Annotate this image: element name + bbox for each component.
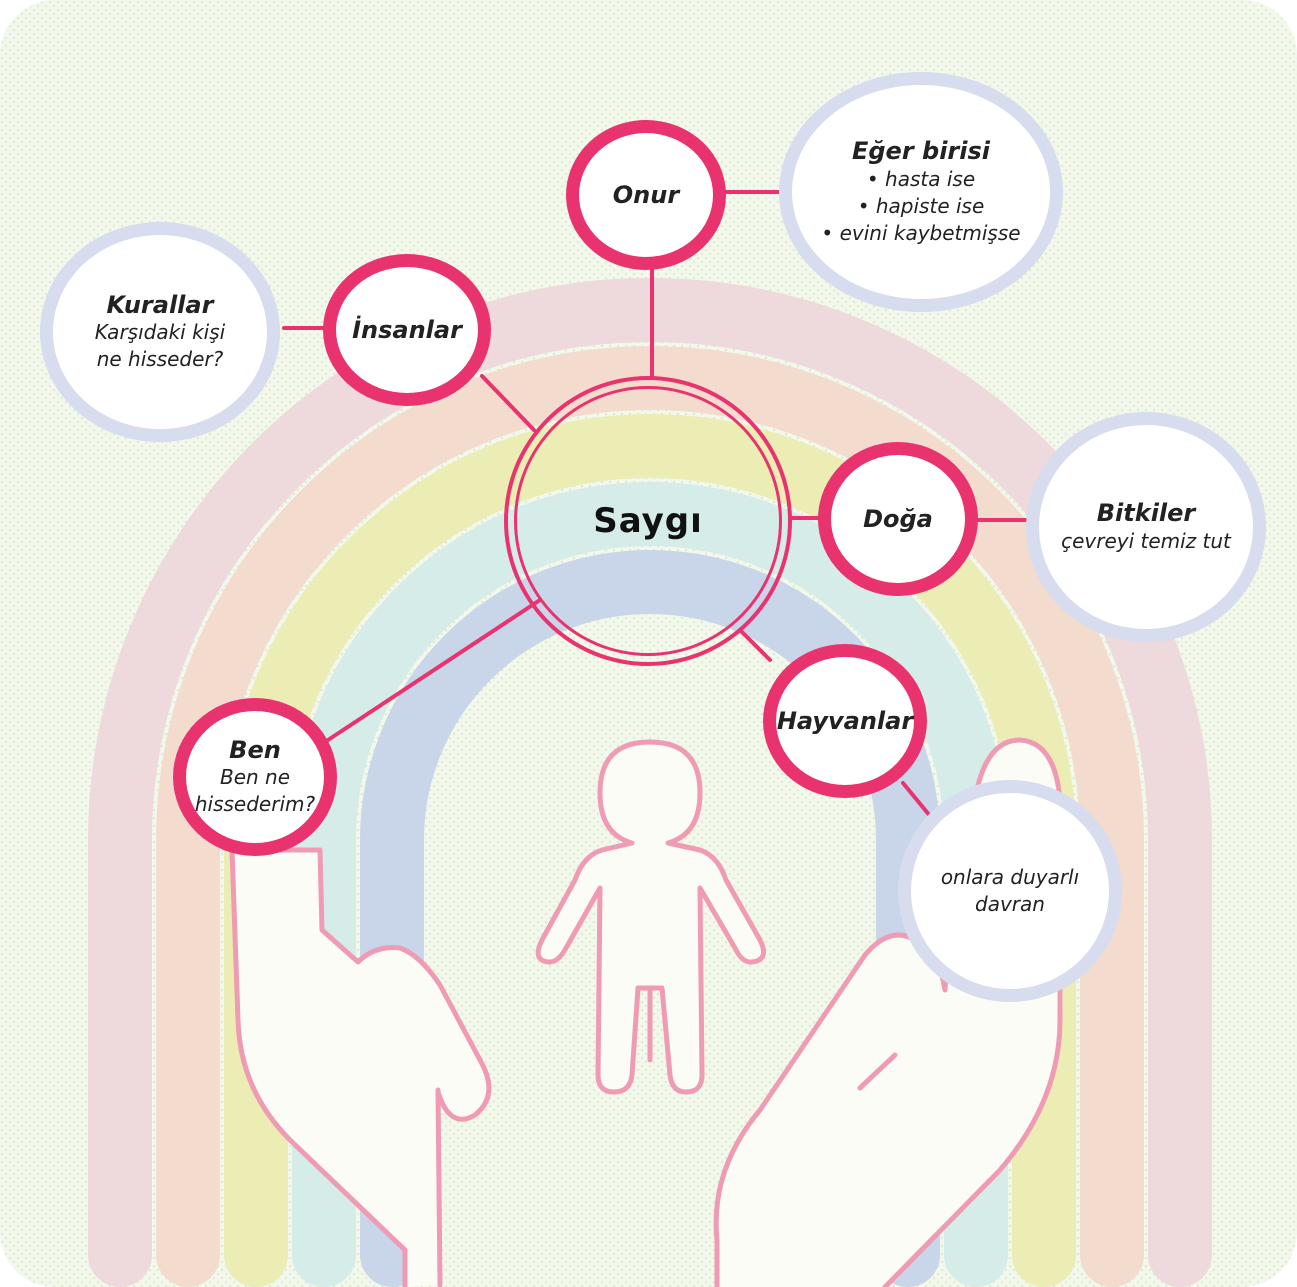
note-kurallar: Kurallar Karşıdaki kişi ne hisseder? — [40, 222, 280, 442]
note-onlara-line-2: davran — [975, 892, 1045, 916]
note-eger-birisi: Eğer birisi • hasta ise • hapiste ise • … — [779, 72, 1063, 312]
node-ben-title: Ben — [229, 735, 281, 764]
node-insanlar: İnsanlar — [323, 254, 491, 406]
note-eger-item-3: • evini kaybetmişse — [821, 220, 1021, 245]
center-inner-ring — [514, 386, 782, 656]
node-onur-label: Onur — [612, 180, 680, 209]
note-onlara: onlara duyarlı davran — [898, 780, 1122, 1002]
note-bitkiler: Bitkiler çevreyi temiz tut — [1026, 412, 1266, 642]
note-bitkiler-title: Bitkiler — [1096, 499, 1196, 528]
note-kurallar-line-2: ne hisseder? — [96, 347, 224, 372]
connector-insanlar — [480, 374, 536, 432]
node-ben-line-2: hissederim? — [194, 792, 316, 817]
note-eger-item-2: • hapiste ise — [857, 193, 985, 218]
node-doga-label: Doğa — [863, 504, 933, 533]
note-kurallar-line-1: Karşıdaki kişi — [94, 320, 226, 345]
center-label: Saygı — [593, 501, 703, 541]
center-node-sayg: Saygı — [504, 376, 792, 666]
note-eger-item-1: • hasta ise — [866, 166, 976, 191]
left-hand — [229, 847, 492, 1287]
node-hayvanlar: Hayvanlar — [763, 644, 927, 798]
node-hayvanlar-label: Hayvanlar — [776, 706, 914, 735]
node-insanlar-label: İnsanlar — [352, 315, 462, 344]
node-doga: Doğa — [818, 442, 978, 596]
note-bitkiler-line-1: çevreyi temiz tut — [1061, 528, 1231, 553]
node-onur: Onur — [566, 120, 726, 270]
node-ben-line-1: Ben ne — [219, 765, 291, 790]
node-ben: Ben Ben ne hissederim? — [173, 698, 337, 856]
connector-hayvanlar — [738, 628, 772, 662]
child-figure — [535, 739, 767, 1095]
note-onlara-line-1: onlara duyarlı — [940, 865, 1080, 889]
hand-finger-crease — [857, 1052, 898, 1091]
connector-ben — [323, 598, 542, 744]
note-eger-title: Eğer birisi — [851, 137, 991, 166]
connectors — [282, 190, 1032, 824]
note-kurallar-title: Kurallar — [106, 290, 214, 319]
